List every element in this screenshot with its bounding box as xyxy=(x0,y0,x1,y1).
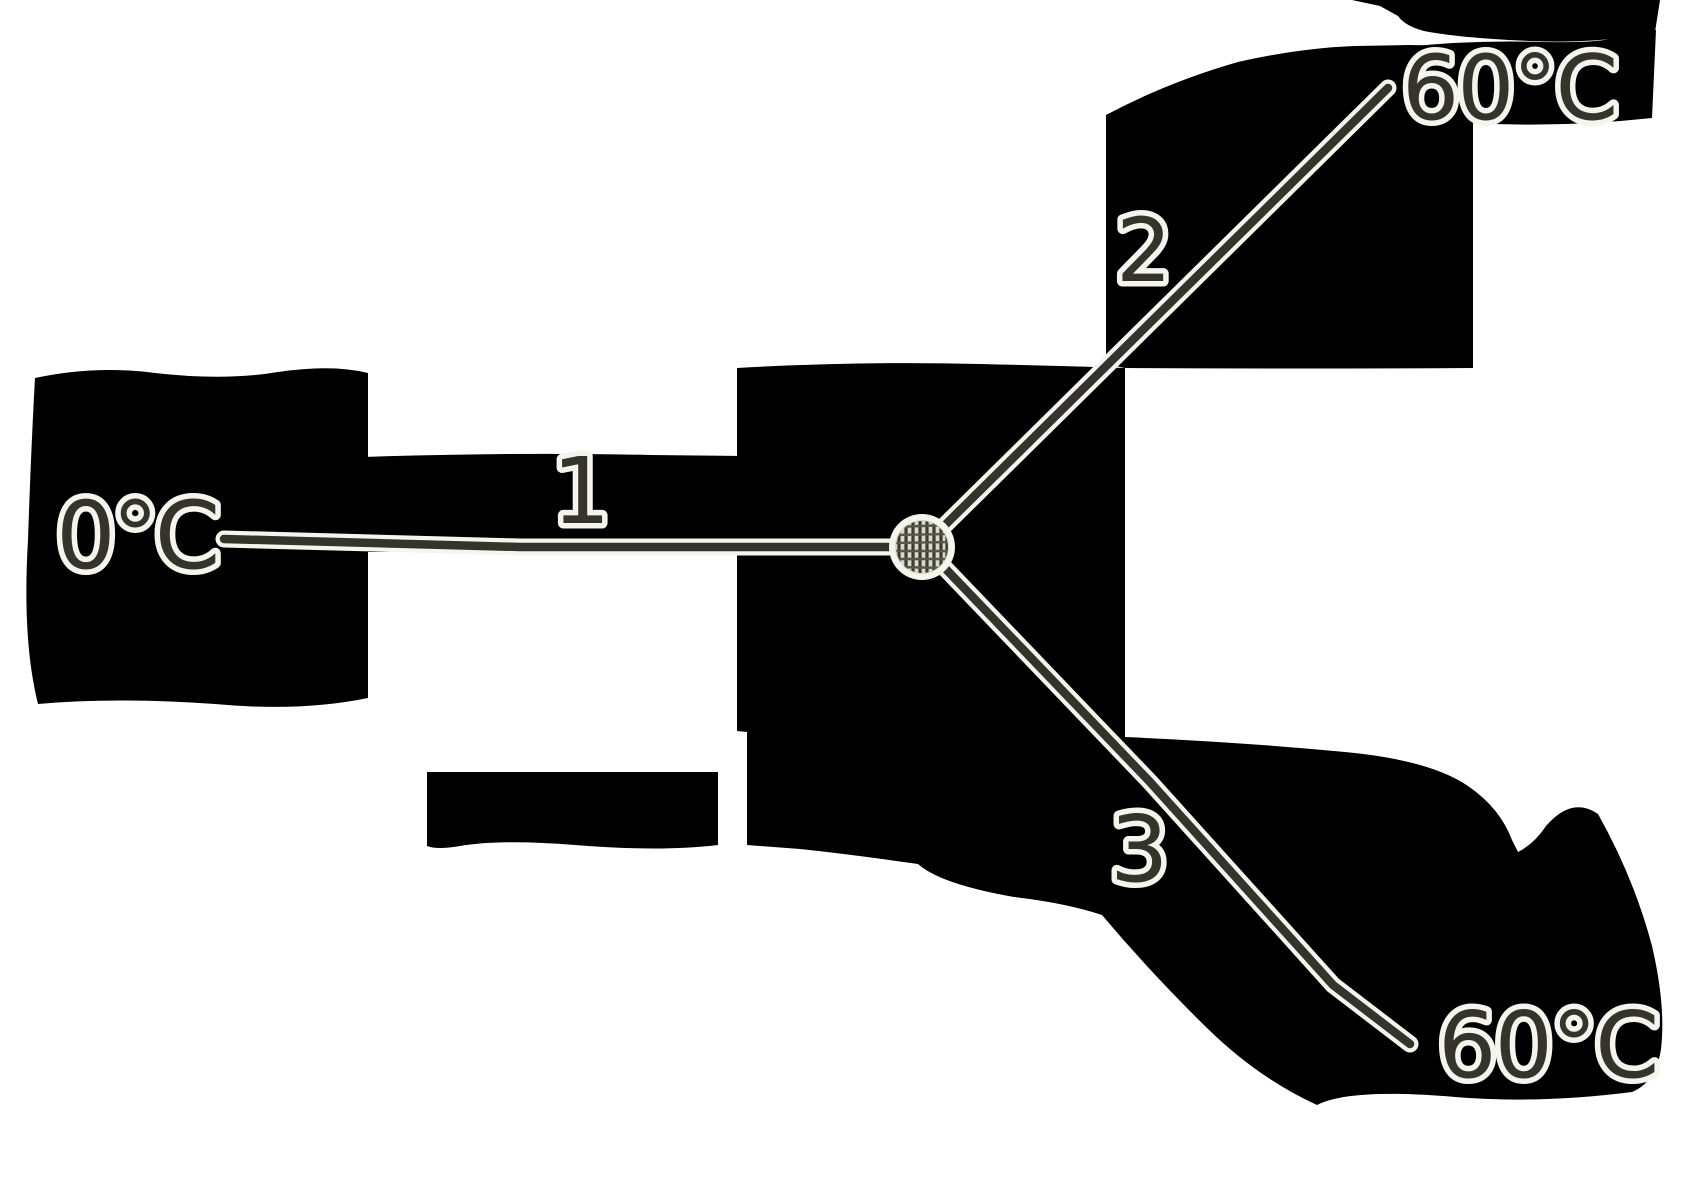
label-group: 0°C 60°C 60°C 1 2 3 xyxy=(51,31,1665,1105)
top-strip-patch xyxy=(1352,0,1660,42)
black-patch-group xyxy=(26,0,1663,1106)
bottom-right-temp-label: 60°C xyxy=(1438,992,1657,1099)
junction-knot xyxy=(889,514,955,580)
rod3-number-label: 3 xyxy=(1110,796,1169,903)
top-right-temp-label: 60°C xyxy=(1402,36,1616,141)
bottom-strip-patch xyxy=(427,772,718,849)
left-temp-label: 0°C xyxy=(56,482,216,591)
left-patch xyxy=(26,368,368,707)
central-bottom-patch xyxy=(737,363,1663,1106)
rod1-number-label: 1 xyxy=(552,438,611,545)
rod3-line xyxy=(937,560,1415,1049)
rod2-number-label: 2 xyxy=(1116,199,1172,302)
top-right-text-patch xyxy=(1406,30,1656,125)
rod-ink-group xyxy=(219,83,1415,1049)
rod1-band-patch xyxy=(360,453,745,552)
rod2-line xyxy=(936,83,1393,534)
rod1-line xyxy=(219,534,905,552)
